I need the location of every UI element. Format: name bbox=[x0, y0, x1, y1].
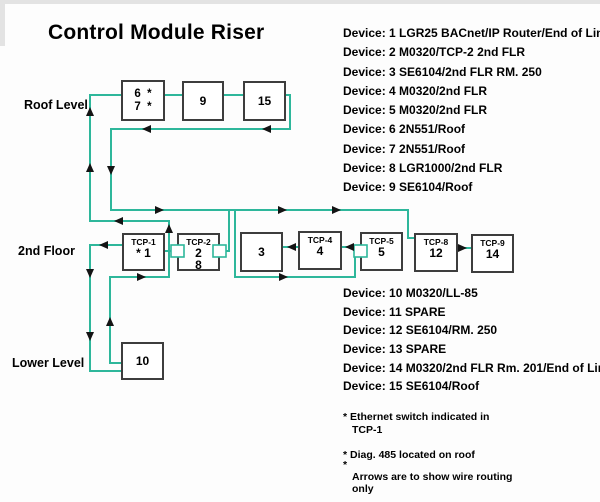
arrow-left bbox=[142, 125, 151, 133]
device-entry: Device: 4 M0320/2nd FLR bbox=[343, 83, 488, 98]
arrow-right bbox=[278, 206, 287, 214]
node-tcp-4: TCP-4 4 bbox=[298, 231, 342, 270]
device-entry: Device: 9 SE6104/Roof bbox=[343, 180, 473, 195]
node-header: TCP-5 bbox=[369, 236, 394, 246]
note-line: * Ethernet switch indicated in bbox=[343, 411, 490, 423]
node-number: 2 bbox=[195, 246, 202, 260]
node-tcp-1: TCP-1 * 1 bbox=[122, 233, 165, 271]
device-entry: Device: 12 SE6104/RM. 250 bbox=[343, 323, 498, 338]
node-number: 9 bbox=[199, 93, 207, 108]
device-entry: Device: 11 SPARE bbox=[343, 304, 446, 319]
node-tcp-2: TCP-2 2 8 bbox=[177, 233, 220, 271]
floor-label-lower: Lower Level bbox=[12, 356, 85, 370]
node-number: 10 bbox=[135, 353, 150, 368]
node-number: 5 bbox=[378, 245, 385, 259]
note-line: Arrows are to show wire routing bbox=[352, 471, 513, 483]
device-list-bottom: Device: 10 M0320/LL-85 Device: 11 SPARE … bbox=[343, 286, 600, 398]
scan-edge-left bbox=[0, 0, 5, 46]
device-entry: Device: 6 2N551/Roof bbox=[343, 122, 466, 137]
note-line: * Diag. 485 located on roof bbox=[343, 449, 475, 461]
scan-edge-top bbox=[0, 0, 600, 4]
arrow-up bbox=[86, 163, 94, 172]
note-line: * bbox=[343, 459, 348, 471]
arrow-down bbox=[86, 332, 94, 341]
node-tcp-8: TCP-8 12 bbox=[414, 233, 458, 272]
arrow-left bbox=[262, 125, 271, 133]
arrow-left bbox=[287, 243, 296, 251]
arrow-down bbox=[107, 166, 115, 175]
floor-label-2nd: 2nd Floor bbox=[18, 244, 75, 258]
arrow-up bbox=[165, 224, 173, 233]
arrow-left bbox=[99, 241, 108, 249]
device-entry: Device: 13 SPARE bbox=[343, 342, 447, 357]
node-line: 6 * bbox=[134, 87, 152, 100]
arrow-right bbox=[279, 273, 288, 281]
arrow-down bbox=[86, 269, 94, 278]
device-entry: Device: 7 2N551/Roof bbox=[343, 141, 466, 156]
device-entry: Device: 5 M0320/2nd FLR bbox=[343, 103, 488, 118]
arrow-up bbox=[106, 317, 114, 326]
node-line: 7 * bbox=[134, 100, 152, 113]
node-header: TCP-8 bbox=[423, 237, 449, 247]
page-title: Control Module Riser bbox=[48, 21, 265, 44]
node-number: 12 bbox=[429, 246, 443, 260]
node-number: 8 bbox=[195, 258, 202, 272]
node-header: TCP-2 bbox=[186, 237, 211, 247]
node-tcp-9: TCP-9 14 bbox=[471, 234, 514, 273]
wire-run bbox=[89, 94, 170, 364]
node-number: * 1 bbox=[136, 246, 151, 260]
wire-run bbox=[226, 210, 230, 252]
arrow-right bbox=[137, 273, 146, 281]
node-number: 3 bbox=[258, 244, 265, 259]
floor-label-roof: Roof Level bbox=[24, 98, 88, 112]
device-entry: Device: 3 SE6104/2nd FLR RM. 250 bbox=[343, 64, 542, 79]
node-header: TCP-9 bbox=[480, 238, 505, 248]
note-line: only bbox=[352, 483, 374, 495]
node-15: 15 bbox=[243, 81, 286, 121]
node-6-7: 6 * 7 * bbox=[121, 80, 165, 121]
arrow-right bbox=[155, 206, 164, 214]
device-entry: Device: 15 SE6104/Roof bbox=[343, 379, 480, 394]
node-3: 3 bbox=[240, 232, 283, 272]
device-entry: Device: 10 M0320/LL-85 bbox=[343, 286, 478, 300]
node-number: 14 bbox=[485, 247, 500, 261]
node-tcp-5: TCP-5 5 bbox=[360, 232, 403, 271]
arrow-left bbox=[114, 217, 123, 225]
wire-run bbox=[89, 244, 122, 372]
device-entry: Device: 14 M0320/2nd FLR Rm. 201/End of … bbox=[343, 360, 600, 375]
node-9: 9 bbox=[182, 81, 224, 121]
note-line: TCP-1 bbox=[352, 423, 383, 436]
node-number: 15 bbox=[257, 93, 272, 108]
device-entry: Device: 2 M0320/TCP-2 2nd FLR bbox=[343, 45, 526, 60]
arrow-left bbox=[345, 243, 354, 251]
node-number: 4 bbox=[316, 244, 324, 258]
arrow-right bbox=[458, 244, 467, 252]
node-10: 10 bbox=[121, 342, 164, 380]
device-entry: Device: 1 LGR25 BACnet/IP Router/End of … bbox=[343, 26, 600, 40]
device-list-top: Device: 1 LGR25 BACnet/IP Router/End of … bbox=[343, 26, 600, 200]
device-entry: Device: 8 LGR1000/2nd FLR bbox=[343, 161, 503, 176]
arrow-right bbox=[332, 206, 341, 214]
